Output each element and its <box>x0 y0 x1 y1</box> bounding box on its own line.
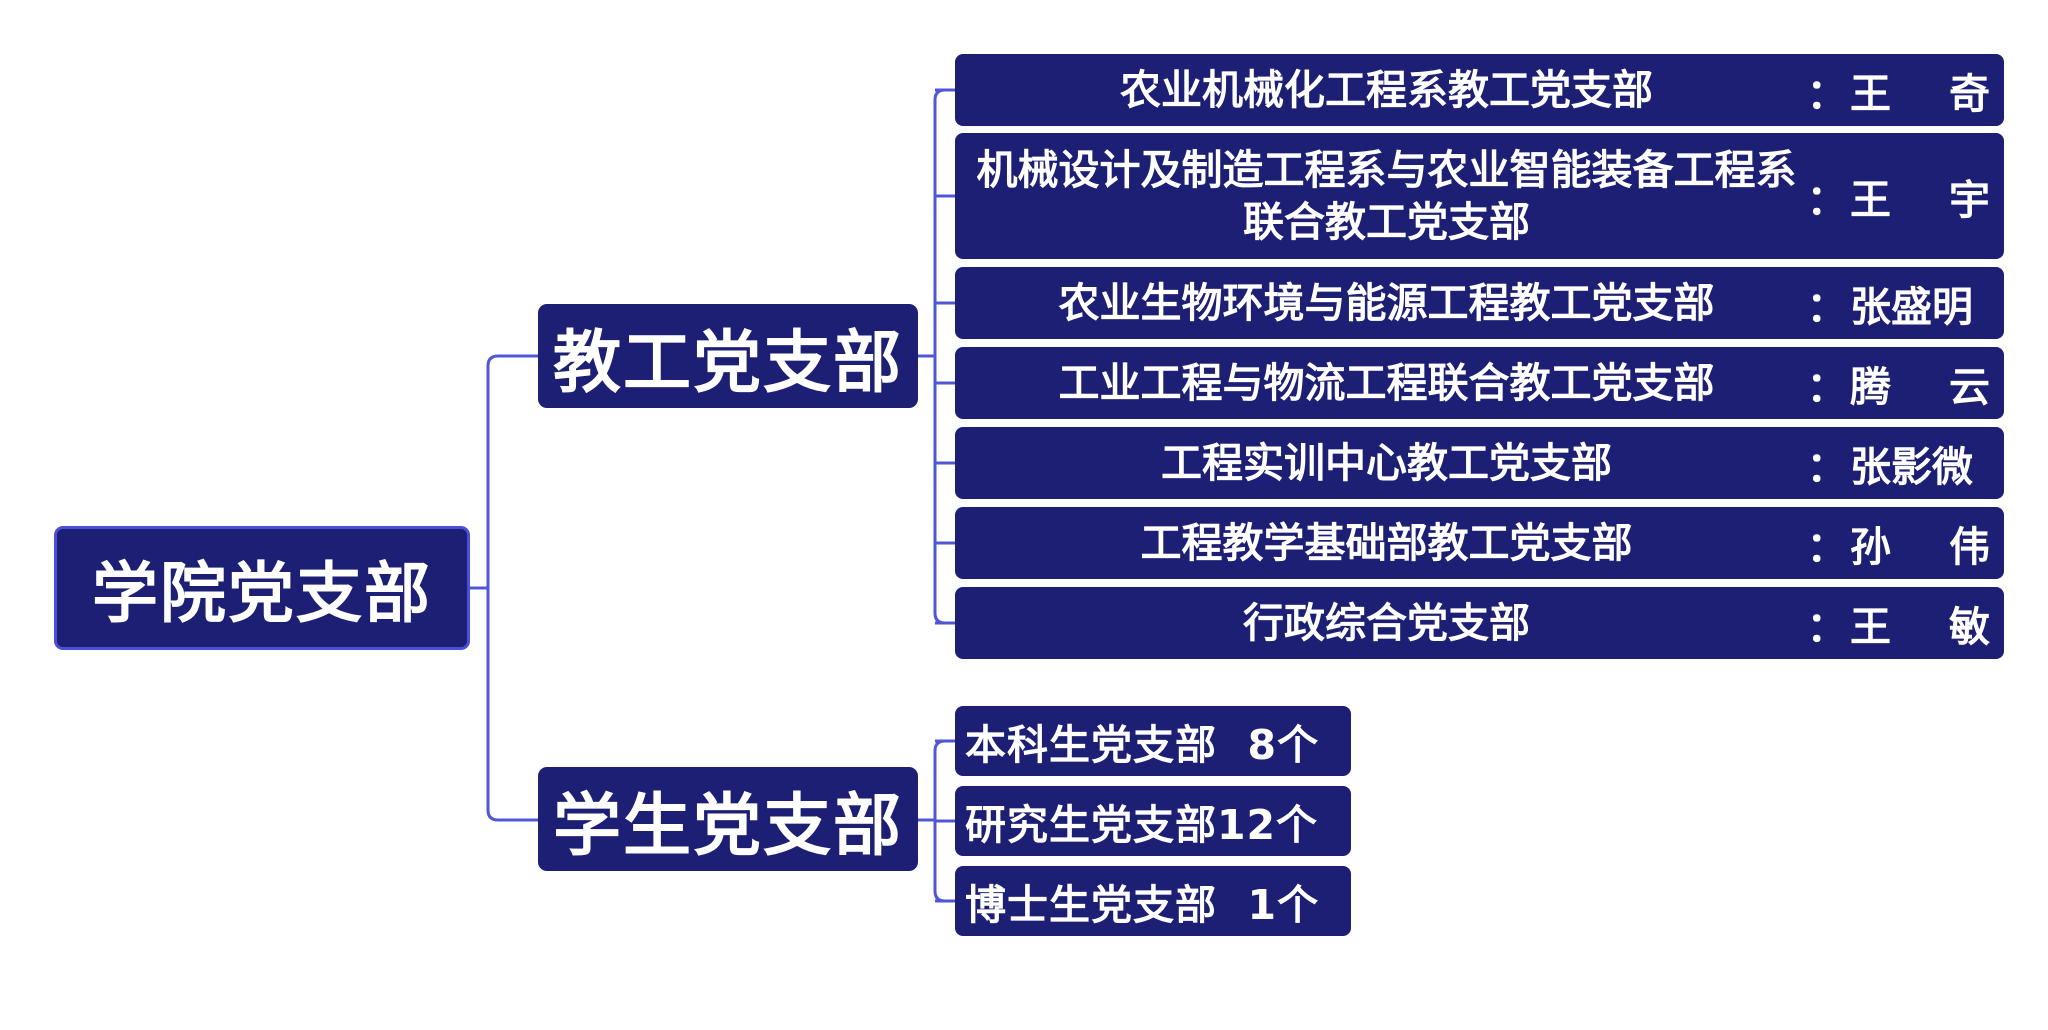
student-branch-label: 本科生党支部 8个 <box>965 721 1320 769</box>
student-branch-label: 博士生党支部 1个 <box>965 881 1320 929</box>
branch-secretary: 王宇 <box>1850 166 1990 226</box>
branch-colon: ： <box>1806 443 1848 491</box>
secretary-name-part: 孙 <box>1850 523 1891 571</box>
branch-secretary: 孙伟 <box>1850 513 1990 573</box>
branch-secretary: 张影微 <box>1850 433 1990 493</box>
root-bracket <box>486 354 538 822</box>
faculty-branch-item: 行政综合党支部：王敏 <box>955 587 2004 659</box>
secretary-name-part: 王 <box>1850 176 1891 224</box>
branch-name: 农业生物环境与能源工程教工党支部 <box>1058 279 1715 327</box>
secretary-name-part: 奇 <box>1949 70 1990 118</box>
secretary-name-part: 敏 <box>1949 603 1990 651</box>
faculty-branch-item: 机械设计及制造工程系与农业智能装备工程系联合教工党支部：王宇 <box>955 133 2004 259</box>
branch-name: 行政综合党支部 <box>1243 599 1530 647</box>
branch-colon: ： <box>1806 70 1848 118</box>
secretary-name-part: 王 <box>1850 70 1891 118</box>
faculty-branch-item: 农业机械化工程系教工党支部：王奇 <box>955 54 2004 126</box>
branch-name: 工程教学基础部教工党支部 <box>1140 519 1633 567</box>
student-branch-item: 研究生党支部12个 <box>955 786 1351 856</box>
student-branch-item: 本科生党支部 8个 <box>955 706 1351 776</box>
branch-colon: ： <box>1806 176 1848 224</box>
secretary-name-part: 腾 <box>1850 363 1891 411</box>
root-label: 学院党支部 <box>92 555 432 632</box>
faculty-branch-item: 农业生物环境与能源工程教工党支部 ：张盛明 <box>955 267 2004 339</box>
faculty-branch-item: 工程实训中心教工党支部 ：张影微 <box>955 427 2004 499</box>
faculty-branch-item: 工业工程与物流工程联合教工党支部：腾云 <box>955 347 2004 419</box>
branch-name: 工程实训中心教工党支部 <box>1161 439 1612 487</box>
branch-secretary: 王敏 <box>1850 593 1990 653</box>
branch-secretary: 王奇 <box>1850 60 1990 120</box>
secretary-name-part: 张盛明 <box>1850 283 1973 331</box>
branch-secretary: 张盛明 <box>1850 273 1990 333</box>
branch-colon: ： <box>1806 603 1848 651</box>
branch-name: 工业工程与物流工程联合教工党支部 <box>1058 359 1715 407</box>
student-branch-node: 学生党支部 <box>538 767 918 871</box>
branch-name: 机械设计及制造工程系与农业智能装备工程系联合教工党支部 <box>976 146 1797 246</box>
student-label: 学生党支部 <box>552 786 903 866</box>
student-branch-item: 博士生党支部 1个 <box>955 866 1351 936</box>
faculty-branch-item: 工程教学基础部教工党支部：孙伟 <box>955 507 2004 579</box>
secretary-name-part: 宇 <box>1949 176 1990 224</box>
root-node: 学院党支部 <box>54 526 470 650</box>
faculty-branch-node: 教工党支部 <box>538 304 918 408</box>
branch-colon: ： <box>1806 523 1848 571</box>
branch-name: 农业机械化工程系教工党支部 <box>1120 66 1653 114</box>
secretary-name-part: 伟 <box>1949 523 1990 571</box>
secretary-name-part: 张影微 <box>1850 443 1973 491</box>
student-branch-label: 研究生党支部12个 <box>965 801 1319 849</box>
secretary-name-part: 云 <box>1949 363 1990 411</box>
secretary-name-part: 王 <box>1850 603 1891 651</box>
branch-secretary: 腾云 <box>1850 353 1990 413</box>
branch-colon: ： <box>1806 283 1848 331</box>
faculty-label: 教工党支部 <box>552 323 903 403</box>
branch-colon: ： <box>1806 363 1848 411</box>
